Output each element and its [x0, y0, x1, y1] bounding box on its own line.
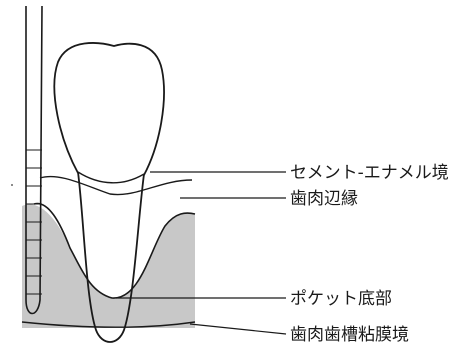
label-cej: セメント-エナメル境 [290, 163, 449, 183]
leader-line-mucogingival [190, 324, 286, 334]
tooth-crown [54, 43, 164, 175]
label-pocket-bottom: ポケット底部 [290, 289, 392, 309]
gingiva-region [22, 204, 195, 328]
gingival-margin-curve [40, 177, 192, 195]
label-gingival-margin: 歯肉辺縁 [290, 189, 358, 209]
label-mucogingival-junction: 歯肉歯槽粘膜境 [290, 325, 409, 345]
